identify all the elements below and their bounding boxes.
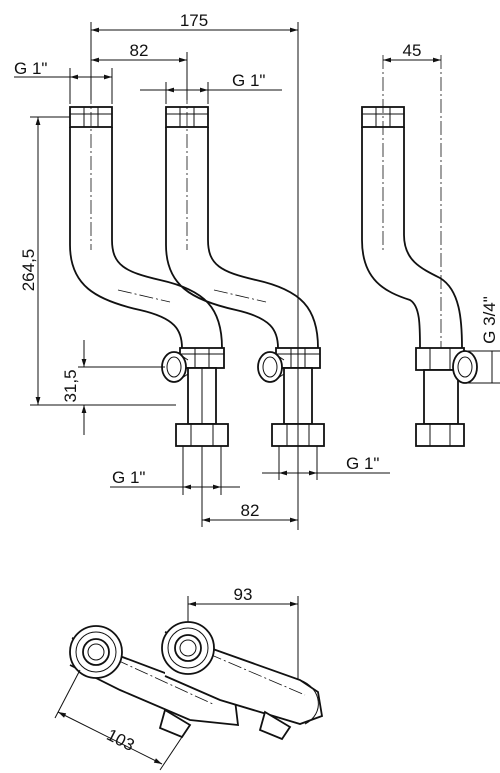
thread-label-top-left: G 1" [14,59,47,78]
dim-iso-spacing: 93 [234,585,253,604]
dim-height-total: 264,5 [19,249,38,292]
thread-label-bottom-right: G 1" [346,454,379,473]
isometric-view [54,596,324,771]
pipe-left [69,90,229,447]
thread-label-top-right: G 1" [232,71,265,90]
dim-height-lower: 31,5 [61,369,80,402]
dim-side-offset: 45 [403,41,422,60]
dim-pipe-spacing-bottom: 82 [241,501,260,520]
dim-pipe-spacing-top: 82 [130,41,149,60]
dimension-lines [14,22,500,530]
dim-overall-width: 175 [180,11,208,30]
dim-iso-length: 103 [104,725,138,755]
pipe-side-view [361,55,478,447]
thread-label-side-port: G 3/4" [480,296,499,344]
thread-label-bottom-left: G 1" [112,468,145,487]
